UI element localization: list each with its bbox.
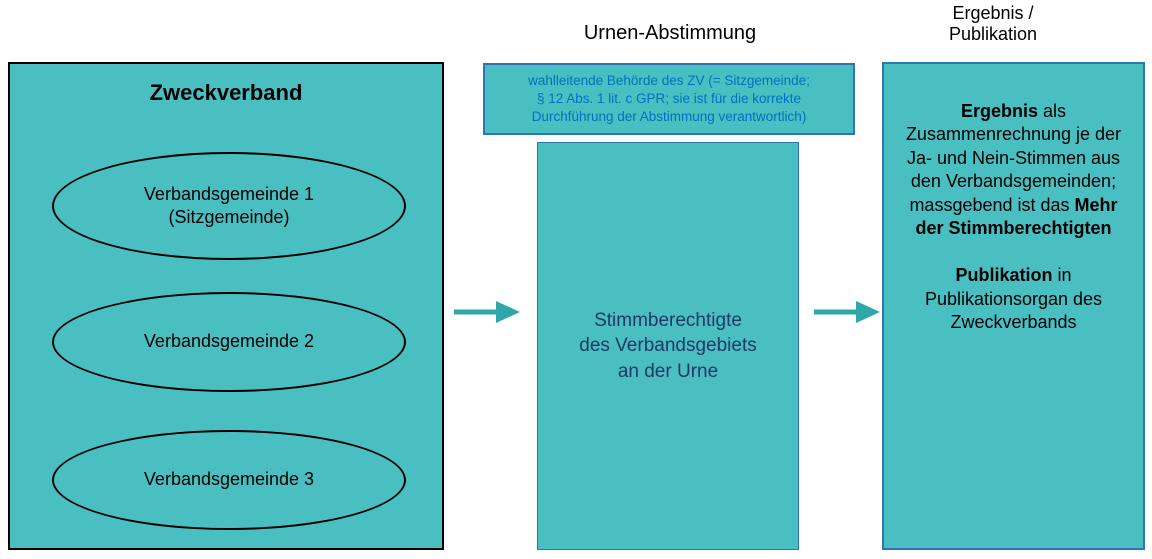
ergebnis-heading-line1: Ergebnis / <box>952 3 1034 23</box>
ergebnis-text: als Zusammenrechnung je der Ja- und Nein… <box>905 101 1122 215</box>
verbandsgemeinde-3-ellipse: Verbandsgemeinde 3 <box>52 430 406 530</box>
verbandsgemeinde-1-label: Verbandsgemeinde 1 <box>143 183 315 204</box>
verbandsgemeinde-1-ellipse: Verbandsgemeinde 1 (Sitzgemeinde) <box>52 152 406 260</box>
stimmberechtigte-line-1: Stimmberechtigte <box>594 309 742 331</box>
zweckverband-box: Zweckverband Verbandsgemeinde 1 (Sitzgem… <box>8 62 444 550</box>
stimmberechtigte-line-2: des Verbandsgebiets <box>579 335 757 357</box>
ergebnis-publikation-box: Ergebnis als Zusammenrechnung je der Ja-… <box>882 62 1145 550</box>
ergebnis-heading-line2: Publikation <box>948 23 1038 44</box>
urnen-abstimmung-heading: Urnen-Abstimmung <box>583 22 757 44</box>
arrow-left-to-middle-icon <box>454 301 520 323</box>
mehr-der-stimmberechtigten-bold: Mehr der Stimmberechtigten <box>915 194 1118 238</box>
arrow-middle-to-right-icon <box>814 301 880 323</box>
ergebnis-paragraph: Ergebnis als Zusammenrechnung je der Ja-… <box>898 100 1129 240</box>
sitzgemeinde-label: (Sitzgemeinde) <box>168 207 290 227</box>
note-line-2: § 12 Abs. 1 lit. c GPR; sie ist für die … <box>536 91 802 107</box>
stimmberechtigte-box: Stimmberechtigte des Verbandsgebiets an … <box>537 142 799 550</box>
verbandsgemeinde-2-label: Verbandsgemeinde 2 <box>143 331 315 352</box>
ergebnis-bold: Ergebnis <box>960 101 1038 121</box>
ergebnis-publikation-heading: Ergebnis / Publikation <box>862 3 1124 44</box>
zweckverband-title: Zweckverband <box>149 80 303 105</box>
stimmberechtigte-line-3: an der Urne <box>617 360 719 382</box>
note-line-1: wahlleitende Behörde des ZV (= Sitzgemei… <box>528 73 810 89</box>
note-line-3: Durchführung der Abstimmung verantwortli… <box>531 108 807 124</box>
publikation-text: in Publikationsorgan des Zweckverbands <box>924 265 1103 333</box>
publikation-bold: Publikation <box>955 265 1053 286</box>
verbandsgemeinde-3-label: Verbandsgemeinde 3 <box>143 469 315 490</box>
wahlleitende-behoerde-note: wahlleitende Behörde des ZV (= Sitzgemei… <box>483 63 855 135</box>
verbandsgemeinde-2-ellipse: Verbandsgemeinde 2 <box>52 292 406 392</box>
publikation-paragraph: Publikation in Publikationsorgan des Zwe… <box>898 264 1129 334</box>
